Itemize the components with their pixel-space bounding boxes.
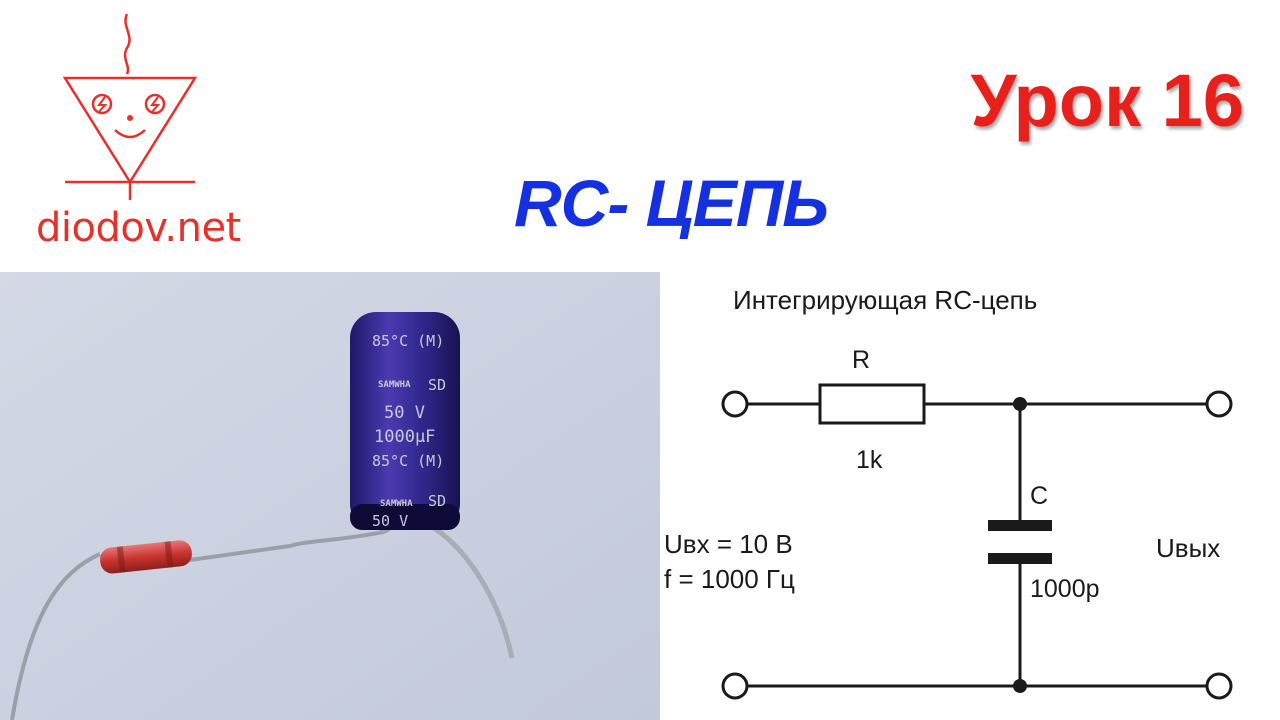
- capacitor-marking: SD: [428, 492, 446, 510]
- resistor-label: R: [852, 346, 870, 374]
- capacitor-value: 1000p: [1030, 575, 1100, 603]
- junction-dot: [1013, 397, 1027, 411]
- diode-face-icon: [62, 13, 198, 200]
- component-photo: 85°C (M) SAMWHA SD 50 V 1000µF 85°C (M) …: [0, 272, 660, 720]
- input-terminal: [721, 390, 749, 418]
- site-logo-text[interactable]: diodov.net: [36, 205, 241, 251]
- lesson-title: Урок 16: [970, 59, 1244, 142]
- capacitor-body: [350, 312, 460, 530]
- resistor-value: 1k: [856, 446, 883, 474]
- capacitor-marking: 85°C (M): [372, 332, 444, 350]
- junction-dot: [1013, 679, 1027, 693]
- resistor-body: [100, 540, 192, 574]
- input-frequency: f = 1000 Гц: [664, 564, 795, 594]
- capacitor-symbol: [988, 520, 1052, 531]
- input-voltage: Uвх = 10 В: [664, 529, 793, 559]
- rc-circuit-schematic: Интегрирующая RC-цепь R 1k C 1000p Uвх =…: [664, 285, 1233, 700]
- capacitor-marking: 50 V: [372, 512, 408, 530]
- output-terminal: [1205, 672, 1233, 700]
- capacitor-marking: SD: [428, 376, 446, 394]
- topic-title: RC- ЦЕПЬ: [514, 166, 829, 240]
- capacitor-marking: SAMWHA: [380, 499, 413, 509]
- capacitor-marking: SAMWHA: [378, 380, 411, 390]
- capacitor-marking: 85°C (M): [372, 452, 444, 470]
- output-voltage-label: Uвых: [1156, 533, 1220, 563]
- output-terminal: [1205, 390, 1233, 418]
- schematic-heading: Интегрирующая RC-цепь: [733, 285, 1037, 315]
- capacitor-symbol: [988, 553, 1052, 564]
- capacitor-label: C: [1030, 482, 1048, 510]
- input-terminal: [721, 672, 749, 700]
- capacitor-marking: 1000µF: [374, 427, 435, 447]
- resistor-symbol: [818, 383, 926, 425]
- capacitor-marking: 50 V: [384, 403, 425, 423]
